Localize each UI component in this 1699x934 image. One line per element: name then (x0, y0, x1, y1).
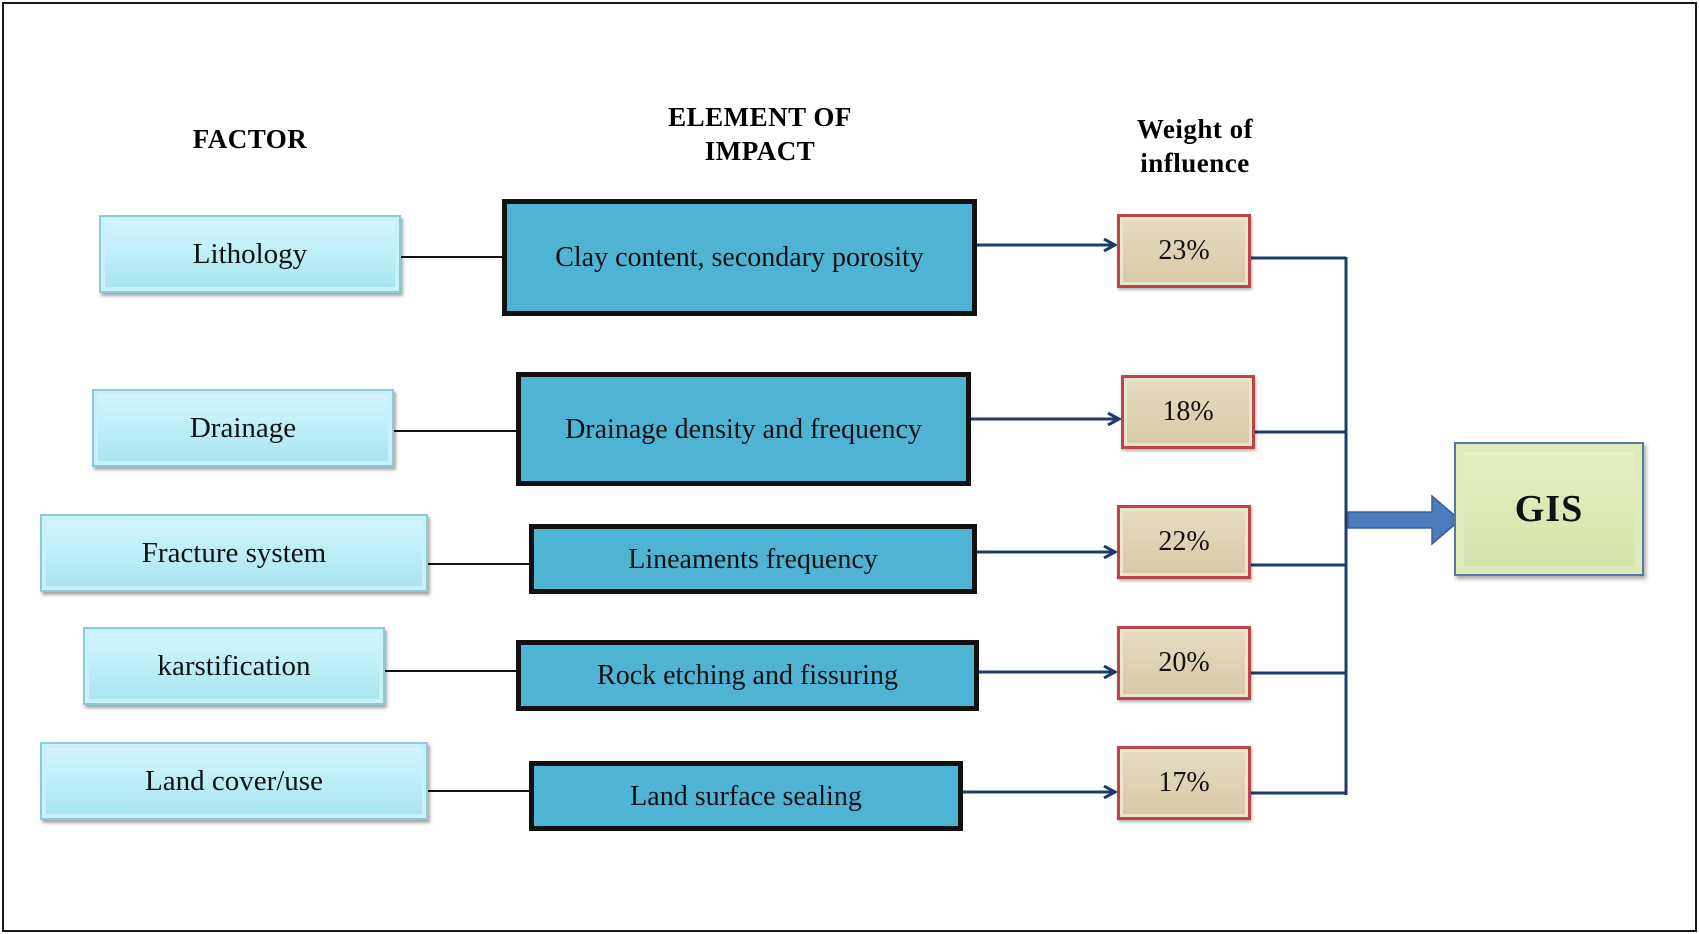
gis-box: GIS (1454, 442, 1644, 576)
factor-box-drainage: Drainage (92, 389, 394, 467)
weight-box-fracture-system: 22% (1117, 505, 1251, 579)
element-box-clay-content: Clay content, secondary porosity (502, 199, 977, 316)
header-factor: FACTOR (192, 124, 308, 154)
element-box-lineaments: Lineaments frequency (529, 524, 977, 594)
element-box-rock-etching: Rock etching and fissuring (516, 640, 979, 711)
weight-box-land-cover-use: 17% (1117, 746, 1251, 820)
element-box-land-surface-sealing: Land surface sealing (529, 761, 963, 831)
element-box-drainage-density: Drainage density and frequency (516, 372, 971, 486)
factor-box-karstification: karstification (83, 627, 385, 705)
factor-box-land-cover-use: Land cover/use (40, 742, 428, 820)
weight-box-karstification: 20% (1117, 626, 1251, 700)
header-weight-of-influence: Weight of influence (1136, 114, 1254, 178)
big-arrow-icon (1347, 494, 1462, 546)
factor-box-fracture-system: Fracture system (40, 514, 428, 592)
header-element-of-impact: ELEMENT OF IMPACT (668, 102, 852, 166)
factor-box-lithology: Lithology (99, 215, 401, 293)
weight-box-drainage: 18% (1121, 375, 1255, 449)
weight-box-lithology: 23% (1117, 214, 1251, 288)
